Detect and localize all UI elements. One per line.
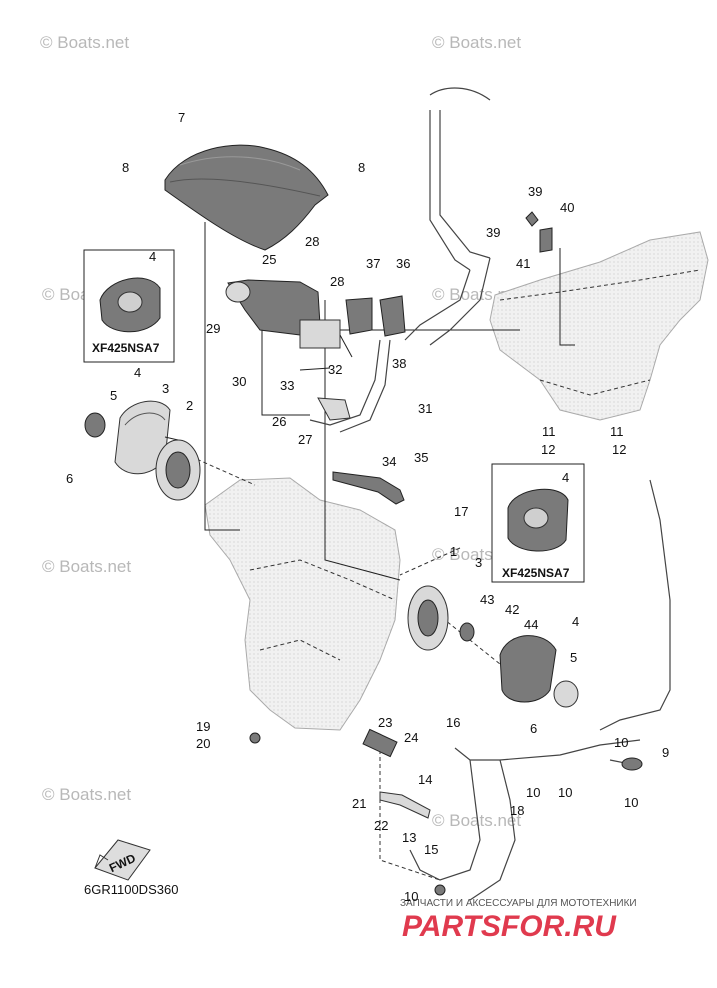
callout-number: 38	[392, 356, 406, 371]
callout-number: 20	[196, 736, 210, 751]
watermark: © Boats.net	[42, 557, 131, 576]
callout-number: 23	[378, 715, 392, 730]
callout-number: 4	[134, 365, 141, 380]
callout-number: 3	[162, 381, 169, 396]
callout-number: 4	[562, 470, 569, 485]
inset-box-right: XF425NSA7	[491, 463, 585, 583]
callout-number: 2	[186, 398, 193, 413]
ghost-lower-casing	[204, 477, 401, 731]
inset-model-label: XF425NSA7	[502, 566, 570, 580]
callout-number: 40	[560, 200, 574, 215]
callout-number: 4	[572, 614, 579, 629]
watermark: © Boats.net	[432, 33, 521, 52]
inset-model-label: XF425NSA7	[92, 341, 160, 355]
callout-number: 12	[541, 442, 555, 457]
callout-number: 39	[528, 184, 542, 199]
inset-box-left: XF425NSA7	[83, 249, 175, 363]
callout-number: 15	[424, 842, 438, 857]
callout-number: 11	[610, 424, 624, 439]
footer-brand-logo: PARTSFOR.RU	[402, 910, 617, 943]
callout-number: 25	[262, 252, 276, 267]
starter-motor	[225, 279, 353, 358]
callout-number: 5	[110, 388, 117, 403]
callout-number: 35	[414, 450, 428, 465]
callout-number: 10	[558, 785, 572, 800]
callout-number: 31	[418, 401, 432, 416]
footer-slogan: ЗАПЧАСТИ И АКСЕССУАРЫ ДЛЯ МОТОТЕХНИКИ	[400, 898, 637, 909]
callout-number: 22	[374, 818, 388, 833]
right-generator-group	[407, 585, 579, 708]
ghost-engine-bracket	[489, 231, 709, 421]
callout-number: 27	[298, 432, 312, 447]
left-flywheel-group	[84, 400, 201, 501]
watermark-layer: © Boats.net © Boats.net © Boats.net © Bo…	[40, 33, 521, 830]
callout-number: 8	[122, 160, 129, 175]
callout-number: 7	[178, 110, 185, 125]
watermark: © Boats.net	[40, 33, 129, 52]
relay-bracket	[345, 295, 406, 337]
callout-number: 34	[382, 454, 396, 469]
callout-number: 43	[480, 592, 494, 607]
watermark: © Boats.net	[42, 785, 131, 804]
callout-number: 6	[530, 721, 537, 736]
callout-number: 5	[570, 650, 577, 665]
lower-harness	[249, 479, 671, 901]
callout-number: 28	[330, 274, 344, 289]
callout-number: 1	[450, 544, 457, 559]
callout-number: 9	[662, 745, 669, 760]
callout-number: 21	[352, 796, 366, 811]
callout-number: 32	[328, 362, 342, 377]
callout-number: 29	[206, 321, 220, 336]
top-cover	[164, 144, 329, 251]
watermark: © Boats.net	[432, 811, 521, 830]
upper-harness	[309, 87, 491, 433]
footer-branding: ЗАПЧАСТИ И АКСЕССУАРЫ ДЛЯ МОТОТЕХНИКИ PA…	[400, 898, 637, 943]
callout-number: 18	[510, 803, 524, 818]
callout-number: 28	[305, 234, 319, 249]
callout-number: 44	[524, 617, 538, 632]
callout-number: 42	[505, 602, 519, 617]
callout-number: 8	[358, 160, 365, 175]
callout-number: 3	[475, 555, 482, 570]
callout-number: 13	[402, 830, 416, 845]
upper-right-bracket	[525, 211, 553, 253]
callout-number: 6	[66, 471, 73, 486]
callout-number: 24	[404, 730, 418, 745]
callout-number: 36	[396, 256, 410, 271]
callout-number: 41	[516, 256, 530, 271]
callout-number: 14	[418, 772, 432, 787]
callout-number: 26	[272, 414, 286, 429]
callout-number: 10	[404, 889, 418, 904]
callout-number: 33	[280, 378, 294, 393]
callout-number: 17	[454, 504, 468, 519]
callout-number: 10	[614, 735, 628, 750]
callout-number: 12	[612, 442, 626, 457]
callout-number: 30	[232, 374, 246, 389]
callout-number: 4	[149, 249, 156, 264]
callout-number: 19	[196, 719, 210, 734]
callout-number: 11	[542, 424, 556, 439]
callout-number: 16	[446, 715, 460, 730]
callout-number: 37	[366, 256, 380, 271]
strap-bracket	[332, 471, 405, 505]
callout-number: 39	[486, 225, 500, 240]
diagram-code: 6GR1100DS360	[84, 882, 178, 897]
fwd-arrow-icon: FWD	[94, 839, 151, 881]
callout-number: 10	[624, 795, 638, 810]
callout-number: 10	[526, 785, 540, 800]
small-bracket-cluster	[299, 367, 351, 421]
